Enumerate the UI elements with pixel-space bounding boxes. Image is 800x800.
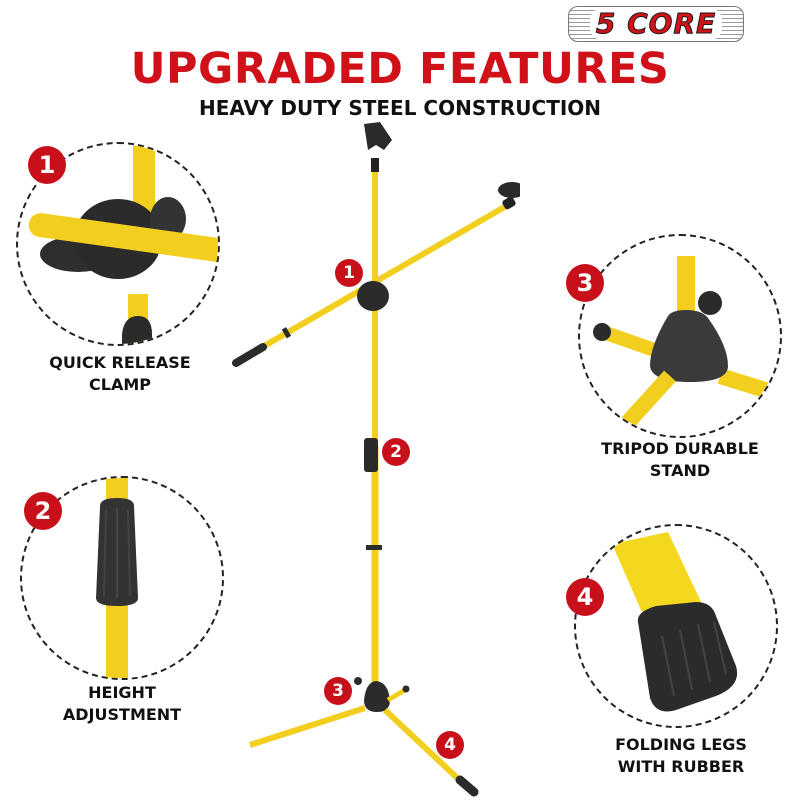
clamp-closeup-icon (28, 144, 218, 344)
feature-1-label-line1: QUICK RELEASE (49, 353, 191, 372)
product-callout-1: 1 (335, 259, 363, 287)
page-title: UPGRADED FEATURES (130, 44, 670, 94)
feature-2-label-line2: ADJUSTMENT (62, 705, 182, 724)
mic-stand-illustration (232, 122, 520, 797)
feature-2-badge: 2 (24, 492, 62, 530)
feature-3-label-line1: TRIPOD DURABLE (601, 439, 759, 458)
feature-1-label-line2: CLAMP (89, 375, 151, 394)
feature-4-badge: 4 (566, 578, 604, 616)
product-callout-2: 2 (382, 438, 410, 466)
height-knob-closeup-icon (96, 478, 138, 678)
feature-4-label-line2: WITH RUBBER (617, 757, 745, 776)
feature-4-caption: FOLDING LEGS WITH RUBBER (576, 734, 786, 778)
tripod-base-closeup-icon (593, 256, 780, 436)
feature-3-label-line2: STAND (649, 461, 711, 480)
feature-2-label-line1: HEIGHT (88, 683, 156, 702)
brand-logo-text: 5 CORE (589, 7, 723, 40)
feature-4-closeup (574, 524, 778, 728)
feature-2-caption: HEIGHT ADJUSTMENT (12, 682, 232, 726)
feature-3-caption: TRIPOD DURABLE STAND (570, 438, 790, 482)
feature-4-label-line1: FOLDING LEGS (615, 735, 747, 754)
feature-1-badge: 1 (28, 146, 66, 184)
feature-3-badge: 3 (566, 264, 604, 302)
feature-1-caption: QUICK RELEASE CLAMP (10, 352, 230, 396)
product-callout-4: 4 (436, 731, 464, 759)
brand-logo: 5 CORE (568, 6, 744, 42)
feature-3-closeup (578, 234, 782, 438)
mic-stand-product-image (220, 120, 520, 800)
product-callout-3: 3 (324, 677, 352, 705)
feature-1-closeup (16, 142, 220, 346)
page-subtitle: HEAVY DUTY STEEL CONSTRUCTION (198, 96, 602, 120)
rubber-foot-closeup-icon (612, 532, 738, 712)
